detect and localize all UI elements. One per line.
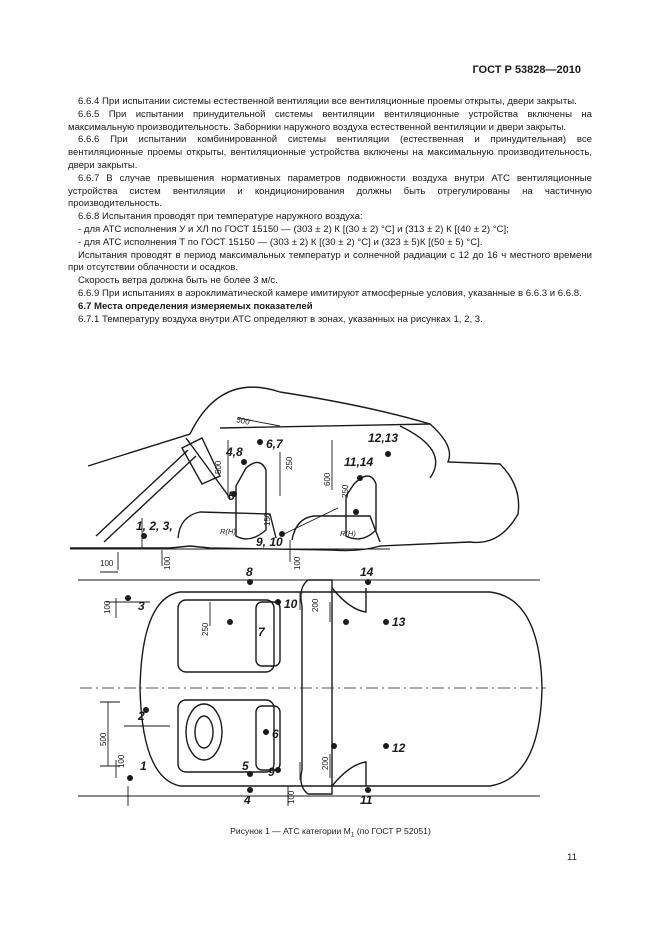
front-seat <box>235 461 267 540</box>
car-top-outline <box>139 591 543 787</box>
body-text: 6.6.4 При испытании системы естественной… <box>68 96 592 326</box>
dim-label: 250 <box>201 622 210 636</box>
paragraph: 6.6.9 При испытаниях в аэроклиматической… <box>78 287 582 299</box>
dim-label: 100 <box>103 600 112 614</box>
seat-block <box>255 705 281 771</box>
side-view: 500 500 250 600 250 150 100 100 100 R(H)… <box>70 386 520 573</box>
paragraph: 6.6.7 В случае превышения нормативных па… <box>68 172 592 210</box>
paragraph: Испытания проводят в период максимальных… <box>68 249 592 274</box>
dim-label: 250 <box>341 484 350 498</box>
rear-cabin-block <box>177 599 275 673</box>
point-label: 2 <box>137 709 145 723</box>
point-label: 4,8 <box>225 445 243 459</box>
front-seat-cushion <box>177 511 277 539</box>
page-number: 11 <box>567 852 577 863</box>
car-body-outline <box>70 386 520 552</box>
rear-seat-cushion <box>291 515 381 543</box>
top-points <box>125 579 389 793</box>
point-label: 6,7 <box>266 437 284 451</box>
dim-label: 100 <box>287 790 296 804</box>
steering-column <box>95 449 197 543</box>
side-dimensions <box>100 417 339 573</box>
vehicle-drawing: 500 500 250 600 250 150 100 100 100 R(H)… <box>70 386 546 807</box>
point-label: 12 <box>392 741 406 755</box>
dim-label: 200 <box>321 756 330 770</box>
dim-label: 600 <box>323 472 332 486</box>
steering-wheel <box>181 437 221 485</box>
rh-label: R(H) <box>220 527 236 536</box>
windshield-pillar <box>185 437 231 499</box>
paragraph: 6.7.1 Температуру воздуха внутри АТС опр… <box>78 313 483 325</box>
dim-label: 200 <box>311 598 320 612</box>
point-label: 9 <box>268 765 275 779</box>
figure-vehicle-diagram: 500 500 250 600 250 150 100 100 100 R(H)… <box>70 366 560 821</box>
rear-window-line <box>399 425 437 479</box>
dim-label: 150 <box>263 512 272 526</box>
dim-label: 500 <box>99 732 108 746</box>
front-cabin-block <box>177 699 275 773</box>
top-view: 100 250 200 500 100 200 100 8 14 3 <box>78 565 546 807</box>
point-label: 10 <box>284 597 298 611</box>
point-label: 8 <box>246 565 253 579</box>
point-label: 14 <box>360 565 374 579</box>
seat-block <box>255 601 281 667</box>
caption-main: Рисунок 1 — АТС категории М <box>230 826 351 836</box>
dim-label: 100 <box>100 559 114 568</box>
top-dimensions <box>100 592 331 806</box>
rh-label: R(H) <box>340 529 356 538</box>
point-label: 3 <box>138 599 145 613</box>
section-heading: 6.7 Места определения измеряемых показат… <box>78 300 313 312</box>
point-label: 13 <box>392 615 406 629</box>
point-label: 1, 2, 3, <box>136 519 173 533</box>
point-label: 9, 10 <box>256 535 283 549</box>
paragraph: Скорость ветра должна быть не более 3 м/… <box>78 275 278 287</box>
list-item: - для АТС исполнения Т по ГОСТ 15150 — (… <box>78 236 483 248</box>
point-label: 11,14 <box>344 455 373 469</box>
point-label: 7 <box>258 625 266 639</box>
dim-label: 100 <box>293 556 302 570</box>
point-label: 5 <box>242 759 249 773</box>
point-label: 4 <box>243 793 251 807</box>
rear-door-lines <box>331 587 367 787</box>
dim-label: 500 <box>236 415 251 427</box>
point-label: 6 <box>272 727 279 741</box>
dim-label: 250 <box>285 456 294 470</box>
point-label: 11 <box>360 793 373 807</box>
caption-tail: (по ГОСТ Р 52051) <box>354 826 431 836</box>
list-item: - для АТС исполнения У и ХЛ по ГОСТ 1515… <box>78 223 509 235</box>
steering-hub <box>194 715 214 749</box>
dim-label: 100 <box>163 556 172 570</box>
paragraph: 6.6.5 При испытании принудительной систе… <box>68 108 592 133</box>
paragraph: 6.6.4 При испытании системы естественной… <box>78 96 577 107</box>
steering-wheel-top <box>185 703 223 761</box>
roof-line <box>219 423 431 429</box>
rear-bench <box>300 579 333 795</box>
dim-label: 500 <box>214 460 223 474</box>
document-header: ГОСТ Р 53828—2010 <box>472 64 581 76</box>
point-label: 5 <box>228 489 235 503</box>
figure-caption: Рисунок 1 — АТС категории М1 (по ГОСТ Р … <box>0 826 661 839</box>
paragraph: 6.6.8 Испытания проводят при температуре… <box>78 211 363 223</box>
side-points <box>141 439 391 539</box>
paragraph: 6.6.6 При испытании комбинированной сист… <box>68 134 592 171</box>
point-label: 1 <box>140 759 147 773</box>
caption-subscript: 1 <box>350 831 355 839</box>
point-label: 12,13 <box>368 431 398 445</box>
dim-label: 100 <box>117 754 126 768</box>
